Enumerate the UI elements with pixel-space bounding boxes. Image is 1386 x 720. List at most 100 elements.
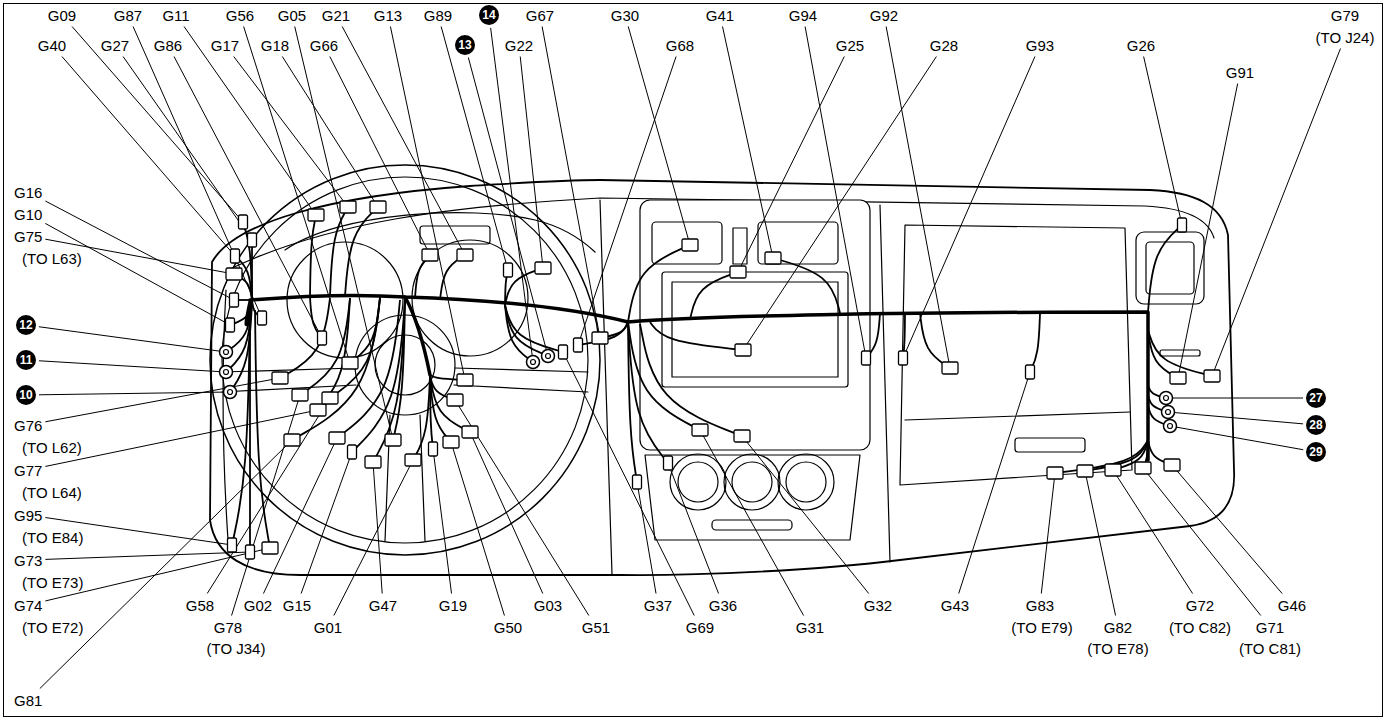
harness-branch — [373, 300, 405, 462]
ground-ring — [220, 346, 233, 359]
connector-body — [370, 201, 386, 213]
connector-symbol — [348, 445, 357, 459]
callout-number: 29 — [1306, 442, 1326, 462]
connector-body — [239, 215, 248, 229]
ground-ring — [220, 366, 233, 379]
connector-symbol — [765, 252, 781, 264]
destination-note: (TO E78) — [1087, 640, 1148, 657]
connector-body — [348, 445, 357, 459]
callout-number: 28 — [1306, 415, 1326, 435]
connector-label: G74 — [14, 597, 42, 614]
leader-line — [232, 395, 300, 616]
connector-symbol — [342, 357, 358, 369]
leader-line — [234, 57, 348, 208]
ground-bolt — [224, 370, 229, 375]
connector-label: G77 — [14, 462, 42, 479]
connector-label: G68 — [666, 37, 694, 54]
connector-symbol — [664, 456, 673, 470]
harness-branch — [920, 313, 950, 368]
connector-body — [443, 436, 459, 448]
ground-ring — [1164, 420, 1177, 433]
connector-label: G50 — [494, 619, 522, 636]
destination-note: (TO L64) — [22, 484, 82, 501]
connector-label: G37 — [644, 597, 672, 614]
connector-label: G91 — [1226, 64, 1254, 81]
harness-branch — [640, 324, 742, 436]
connector-body — [1135, 462, 1151, 474]
connector-body — [457, 374, 473, 386]
leader-line — [174, 57, 322, 339]
connector-symbol — [429, 442, 438, 456]
connector-symbol — [1026, 365, 1035, 379]
leader-line — [491, 28, 533, 362]
connector-label: G67 — [526, 7, 554, 24]
ground-terminal — [220, 346, 233, 359]
harness-branch — [249, 310, 251, 552]
harness-trunk — [250, 296, 1148, 460]
connector-label: G15 — [283, 597, 311, 614]
climate-panel — [645, 455, 860, 540]
connector-symbol — [1164, 459, 1180, 471]
leader-line — [637, 482, 656, 594]
connector-body — [899, 351, 908, 365]
ground-terminal — [542, 350, 555, 363]
connector-label: G19 — [439, 597, 467, 614]
connector-body — [340, 201, 356, 213]
connector-body — [228, 538, 237, 552]
connector-body — [231, 249, 240, 263]
connector-body — [226, 268, 242, 280]
leader-line — [441, 27, 508, 271]
connector-label: G17 — [211, 37, 239, 54]
connector-body — [1204, 370, 1220, 382]
leader-line — [1172, 465, 1282, 594]
connector-body — [226, 318, 235, 332]
destination-note: (TO E79) — [1011, 619, 1072, 636]
connector-symbol — [592, 332, 608, 344]
connector-symbol — [308, 209, 324, 221]
connector-label: G25 — [836, 37, 864, 54]
connector-symbol — [447, 394, 463, 406]
leader-line — [959, 372, 1030, 594]
leader-line — [45, 552, 250, 559]
connector-body — [422, 249, 438, 261]
connector-label: G47 — [369, 597, 397, 614]
ground-terminal — [220, 366, 233, 379]
harness-branch — [226, 302, 252, 372]
leader-line — [1113, 470, 1193, 594]
connector-symbol — [1047, 467, 1063, 479]
leader-line — [62, 57, 235, 257]
harness-branch — [578, 322, 628, 345]
ground-bolt — [531, 360, 536, 365]
harness-branch — [650, 322, 743, 350]
ground-bolt — [1164, 396, 1169, 401]
connector-symbol — [899, 351, 908, 365]
connector-symbol — [284, 434, 300, 446]
connector-label: G21 — [322, 7, 350, 24]
knob — [778, 454, 834, 510]
destination-note: (TO J24) — [1316, 29, 1375, 46]
harness-branch — [690, 272, 738, 320]
connector-symbol — [682, 239, 698, 251]
destination-note: (TO J34) — [207, 640, 266, 657]
connector-symbol — [735, 344, 751, 356]
leader-line — [805, 27, 866, 359]
connector-body — [308, 209, 324, 221]
connector-body — [262, 542, 278, 554]
connector-symbol — [1105, 464, 1121, 476]
ground-bolt — [228, 390, 233, 395]
knob — [724, 454, 780, 510]
leader-line — [373, 462, 382, 594]
connector-body — [246, 545, 255, 559]
harness-branch — [1148, 330, 1178, 378]
ground-bolt — [224, 350, 229, 355]
leader-line — [433, 449, 452, 594]
connector-label: G78 — [214, 619, 242, 636]
connector-symbol — [1204, 370, 1220, 382]
connector-label: G32 — [864, 597, 892, 614]
connector-body — [457, 249, 473, 261]
leader-line — [738, 57, 844, 273]
connector-body — [365, 456, 381, 468]
passenger-panel — [900, 225, 1132, 485]
connector-symbol — [246, 545, 255, 559]
knob — [732, 462, 772, 502]
